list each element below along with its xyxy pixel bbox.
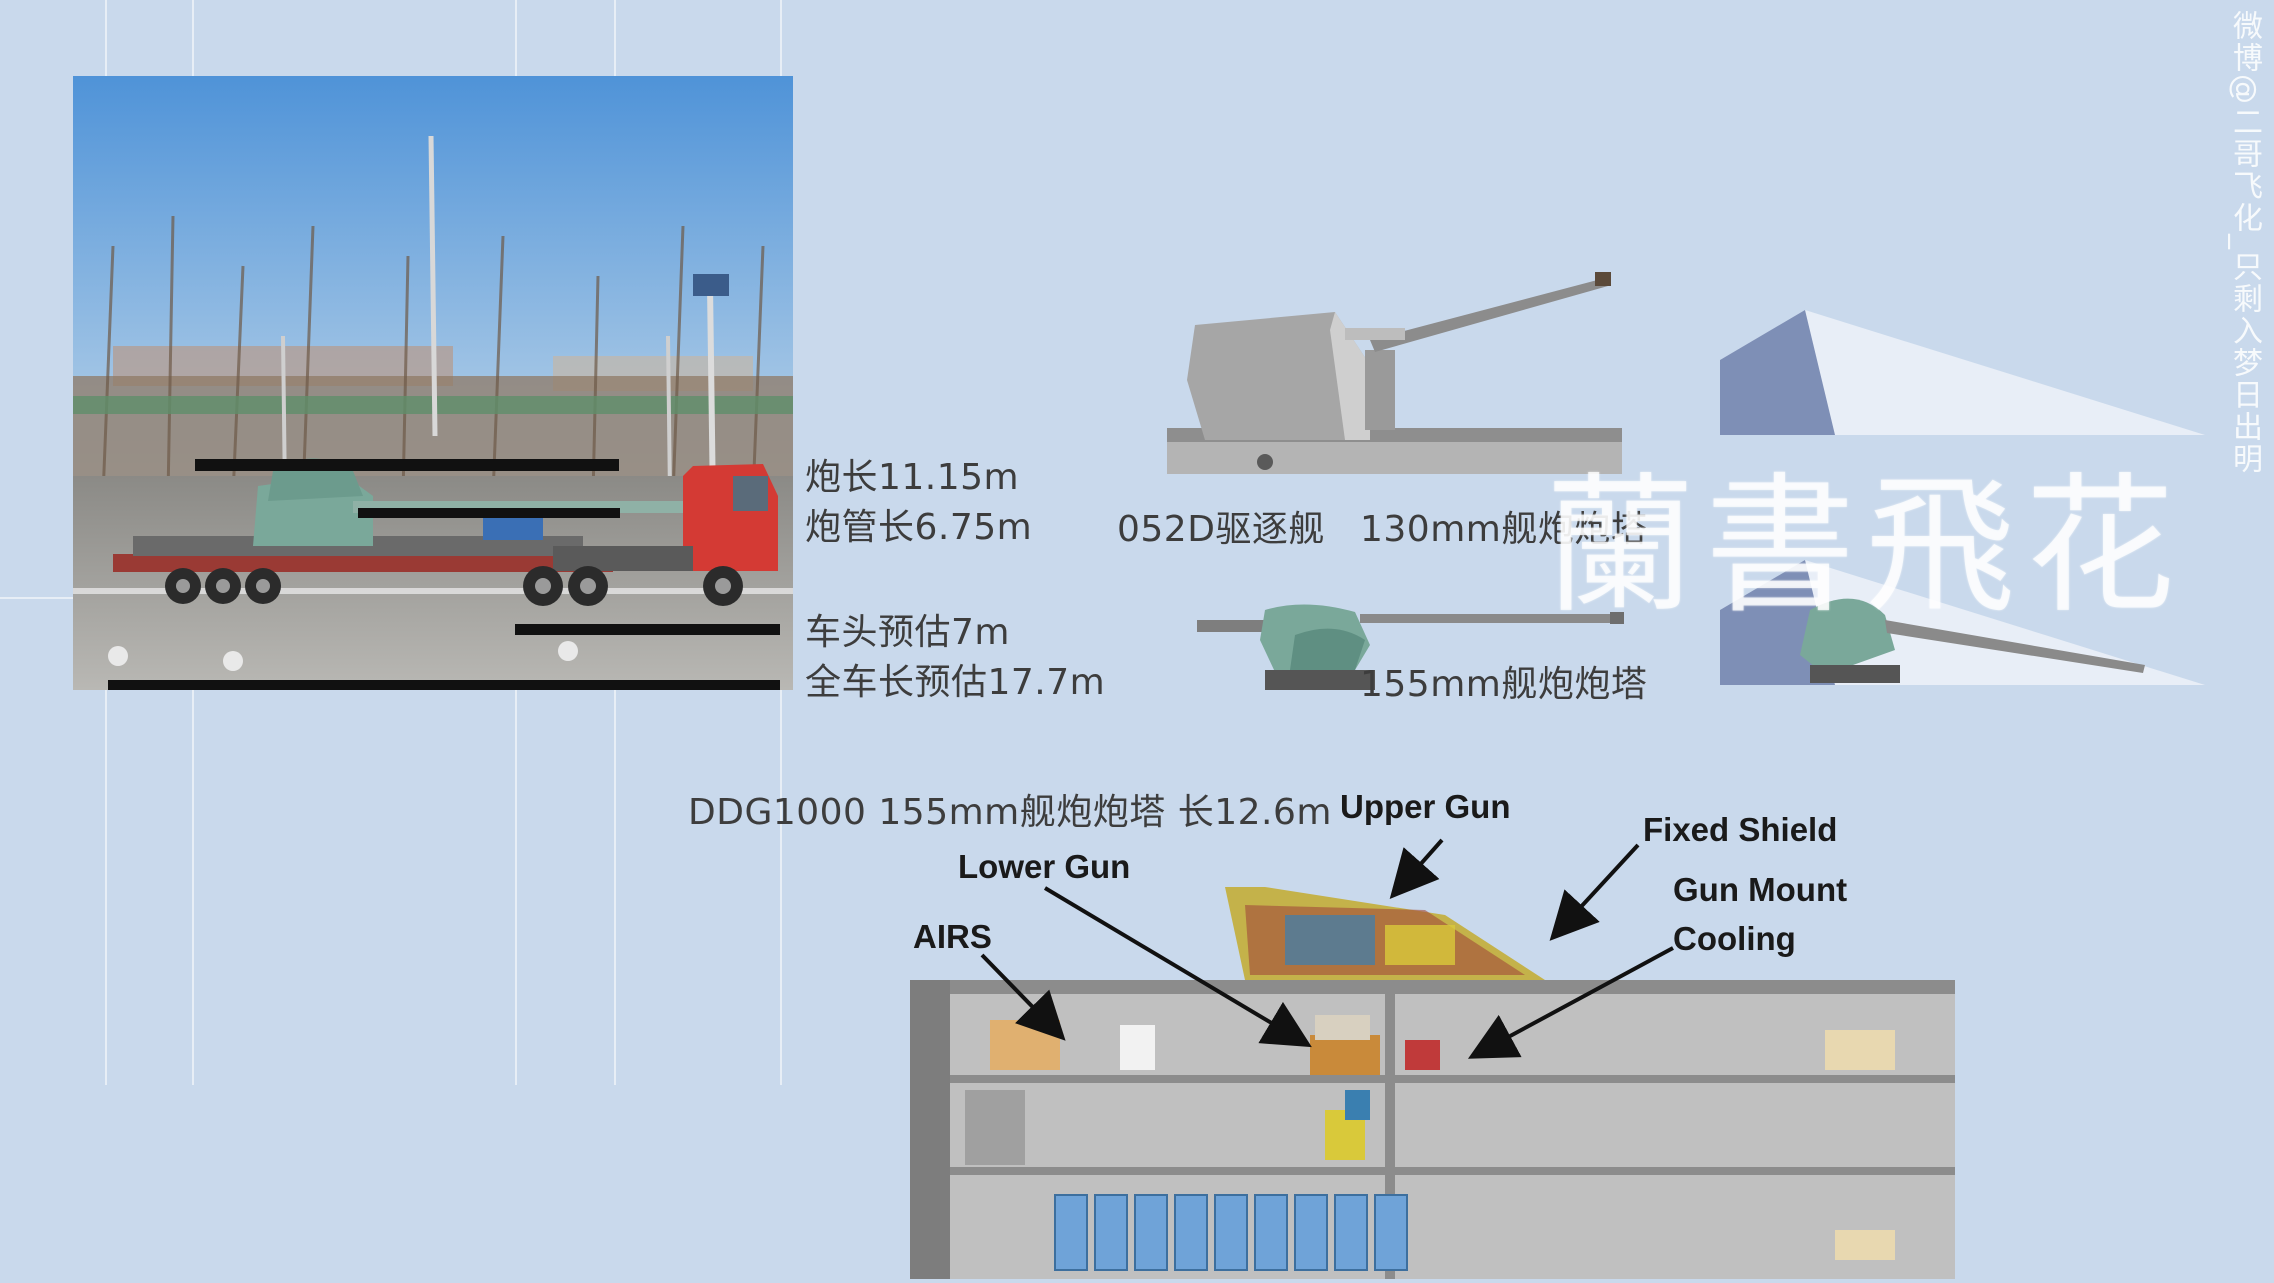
shield-wedge-top — [1715, 305, 2210, 440]
ddg1000-cutaway-diagram — [905, 885, 1960, 1279]
cab-estimate-label: 车头预估7m — [805, 612, 1010, 653]
callout-fixed-shield: Fixed Shield — [1643, 811, 1838, 848]
callout-airs: AIRS — [913, 918, 992, 955]
barrel-length-label: 炮管长6.75m — [805, 507, 1033, 548]
total-estimate-label: 全车长预估17.7m — [805, 662, 1106, 703]
ship-name-label: 052D驱逐舰 — [1117, 509, 1325, 550]
ddg-title: DDG1000 155mm舰炮炮塔 长12.6m — [688, 792, 1332, 833]
callout-upper-gun: Upper Gun — [1340, 788, 1511, 825]
turret-130mm-illustration — [1165, 270, 1625, 480]
callout-gun-mount: Gun Mount — [1673, 871, 1848, 908]
gun-155-label: 155mm舰炮炮塔 — [1360, 664, 1648, 705]
truck-photo — [73, 76, 793, 690]
watermark-big-text: 蘭書飛花 — [1545, 460, 2186, 634]
shield-wedge-bottom — [1715, 555, 2210, 690]
turret-155mm-illustration — [1195, 600, 1625, 695]
callout-cooling: Cooling — [1673, 920, 1796, 957]
watermark-side-text: 微博@二哥飞化_只剩入梦日出明 — [2227, 10, 2262, 475]
callout-lower-gun: Lower Gun — [958, 848, 1131, 885]
gun-130-label: 130mm舰炮炮塔 — [1360, 509, 1648, 550]
gun-length-label: 炮长11.15m — [805, 457, 1020, 498]
